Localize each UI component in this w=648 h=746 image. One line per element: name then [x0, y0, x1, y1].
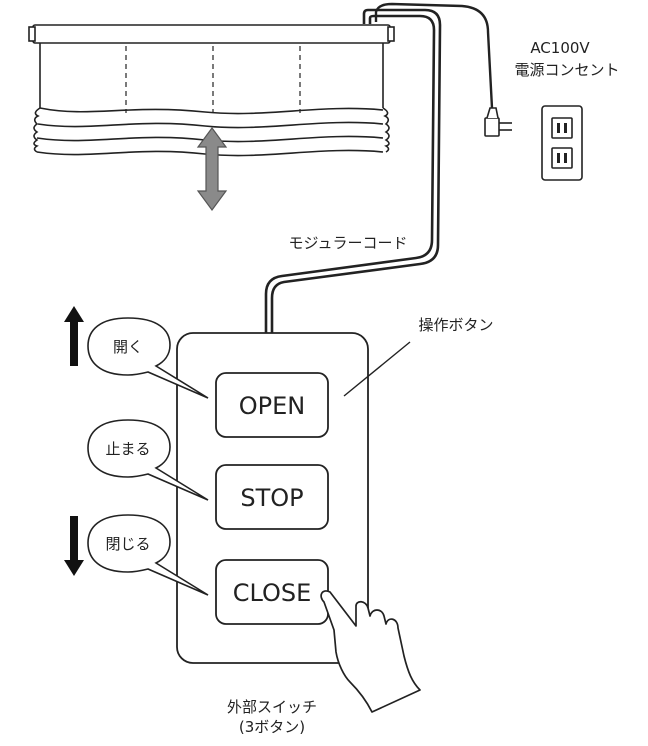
wall-outlet-icon — [541, 105, 583, 181]
fabric-fold-lines — [125, 46, 301, 113]
switch-caption-line2: (3ボタン) — [239, 718, 305, 736]
stop-button-label: STOP — [240, 484, 303, 512]
open-button[interactable]: OPEN — [215, 372, 329, 438]
panel-label: 操作ボタン — [418, 316, 493, 334]
panel-label-leader — [343, 341, 411, 397]
bubble-open: 開く — [87, 317, 209, 399]
head-rail-end-left — [28, 26, 36, 42]
bubble-close-text: 閉じる — [105, 535, 150, 553]
head-rail — [32, 24, 391, 44]
bubble-stop-text: 止まる — [105, 440, 150, 458]
outlet-voltage-label: AC100V — [530, 39, 590, 57]
modular-cord — [264, 8, 442, 335]
stop-button[interactable]: STOP — [215, 464, 329, 530]
up-down-arrow-icon — [196, 126, 228, 212]
down-arrow-icon — [64, 516, 84, 576]
hand-pointer-icon — [320, 590, 421, 713]
open-button-label: OPEN — [239, 392, 305, 420]
bubble-open-text: 開く — [113, 338, 143, 356]
bubble-stop: 止まる — [87, 419, 209, 501]
close-button-label: CLOSE — [233, 579, 312, 607]
outlet-label: 電源コンセント — [514, 61, 619, 79]
head-rail-end-right — [387, 26, 395, 42]
close-button[interactable]: CLOSE — [215, 559, 329, 625]
plug-icon — [484, 107, 512, 137]
switch-caption-line1: 外部スイッチ — [227, 698, 317, 716]
bubble-close: 閉じる — [87, 514, 209, 596]
power-cord — [374, 2, 494, 109]
cord-label: モジュラーコード — [289, 234, 408, 252]
up-arrow-icon — [64, 306, 84, 366]
